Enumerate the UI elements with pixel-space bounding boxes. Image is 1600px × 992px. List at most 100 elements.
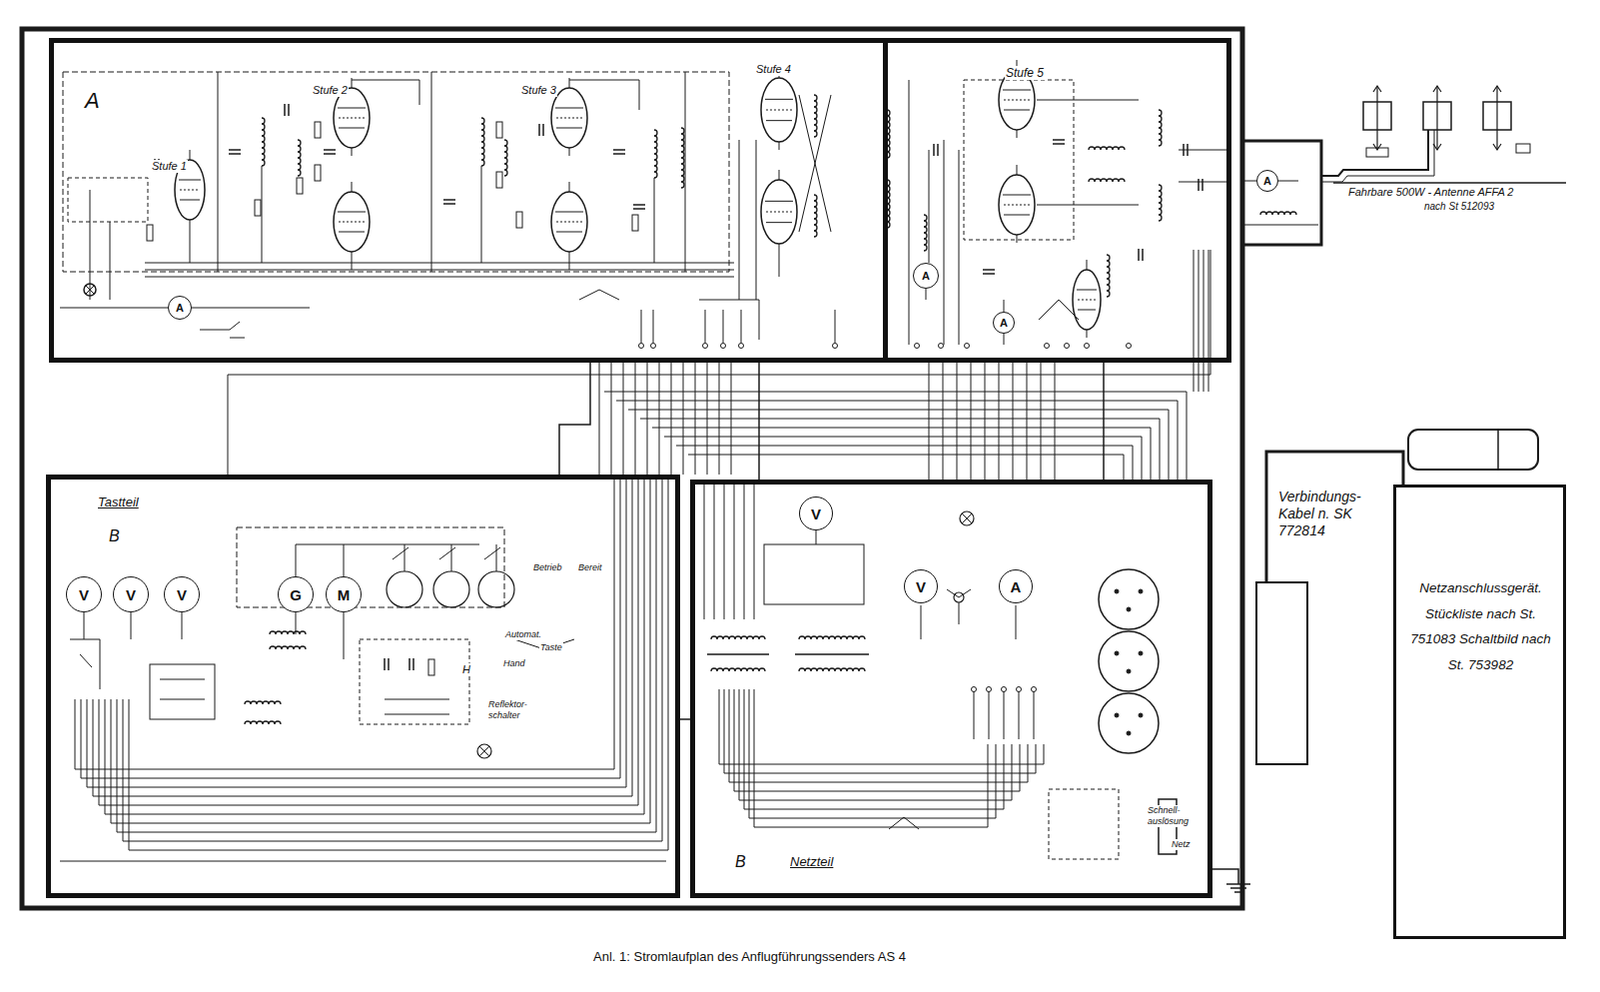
wire — [83, 612, 85, 640]
wire — [443, 202, 456, 205]
wire — [383, 658, 386, 671]
wire — [1198, 249, 1200, 392]
wire — [724, 479, 726, 620]
wire — [1054, 362, 1056, 480]
part-label: Stufe 1 — [150, 159, 188, 173]
wire — [925, 288, 927, 300]
terminal — [986, 687, 992, 693]
relay-block — [149, 664, 215, 720]
wire — [1002, 194, 1031, 196]
meter-letter: A — [1009, 579, 1023, 595]
wire — [351, 147, 353, 156]
cable-plug — [1408, 429, 1539, 470]
meter-circle: V — [903, 569, 938, 604]
wire — [1333, 181, 1567, 184]
wire — [961, 513, 972, 524]
wire — [1077, 299, 1096, 301]
wire — [1373, 85, 1382, 92]
wire — [110, 477, 651, 823]
wire — [98, 477, 639, 805]
motor-circle: M — [325, 576, 362, 613]
wire — [705, 309, 707, 343]
part-label: Stufe 2 — [311, 83, 349, 97]
wire — [178, 179, 201, 181]
wire — [1208, 249, 1210, 392]
wire-bundle — [758, 362, 761, 480]
node-text: Stufe 5 — [1004, 65, 1045, 80]
wire — [1141, 248, 1144, 261]
wire — [85, 285, 94, 294]
wire — [734, 689, 1020, 792]
coil-symbol — [799, 668, 865, 672]
meter-circle: A — [1256, 169, 1279, 192]
wire — [229, 337, 245, 339]
wire — [387, 658, 390, 671]
resistor-symbol — [516, 211, 523, 228]
wire — [1003, 299, 1005, 312]
wire — [633, 203, 646, 206]
node-text: A — [83, 87, 101, 114]
wire — [1497, 429, 1500, 470]
wire — [392, 547, 409, 560]
wire — [765, 98, 794, 100]
wire — [338, 221, 365, 223]
cam-disc — [386, 571, 423, 608]
node-text: Netzanschlussgerät. Stückliste nach St. … — [1402, 575, 1560, 679]
wire — [970, 362, 972, 480]
wire — [633, 207, 646, 210]
coil-symbol — [1158, 109, 1162, 146]
part-label: Reflektor- schalter — [487, 699, 548, 722]
meter-letter: V — [77, 587, 90, 603]
coil-symbol — [681, 127, 685, 188]
wire — [179, 189, 200, 191]
terminal — [1138, 713, 1143, 718]
wire — [189, 219, 191, 228]
shield-outline — [62, 71, 730, 272]
antenna-part — [1516, 143, 1531, 153]
terminal — [1126, 607, 1131, 612]
socket-symbol — [1098, 569, 1159, 630]
wire — [1493, 85, 1502, 92]
wire — [144, 262, 735, 264]
coil-symbol — [269, 631, 306, 635]
part-label: Stufe 3 — [520, 83, 558, 97]
meter-circle: A — [167, 295, 192, 320]
wire — [1433, 85, 1442, 92]
wire — [1052, 138, 1065, 141]
terminal — [703, 343, 709, 349]
wire — [1036, 99, 1139, 101]
wire-bundle — [680, 718, 691, 721]
socket-symbol — [1098, 693, 1159, 754]
wire — [343, 544, 345, 577]
wire — [74, 477, 615, 770]
node-text: Verbindungs-Kabel n. SK 772814 — [1277, 488, 1388, 539]
terminal — [639, 343, 645, 349]
wire — [1203, 249, 1205, 392]
wire — [1086, 329, 1088, 338]
wire — [1376, 85, 1378, 150]
wire — [408, 658, 411, 671]
wire — [1003, 109, 1030, 111]
wire — [1016, 164, 1018, 175]
wire-bundle — [1102, 362, 1105, 480]
wire — [1077, 309, 1096, 311]
tube-symbol — [333, 191, 370, 252]
wire — [741, 309, 743, 343]
wire — [351, 259, 353, 270]
wire — [664, 436, 1142, 480]
wire — [338, 127, 365, 129]
wire — [766, 119, 793, 121]
part-label: Automat. — [504, 629, 543, 641]
wire — [1234, 890, 1243, 893]
wire — [613, 152, 626, 155]
wire — [343, 612, 345, 660]
wire — [799, 94, 831, 232]
tube-shield — [963, 79, 1074, 240]
resistor-symbol — [496, 171, 503, 188]
wire — [159, 699, 205, 701]
wire — [653, 309, 655, 343]
wire — [766, 109, 793, 111]
meter-letter: A — [998, 317, 1009, 329]
connection-cable — [1266, 451, 1404, 582]
wire — [982, 272, 995, 275]
